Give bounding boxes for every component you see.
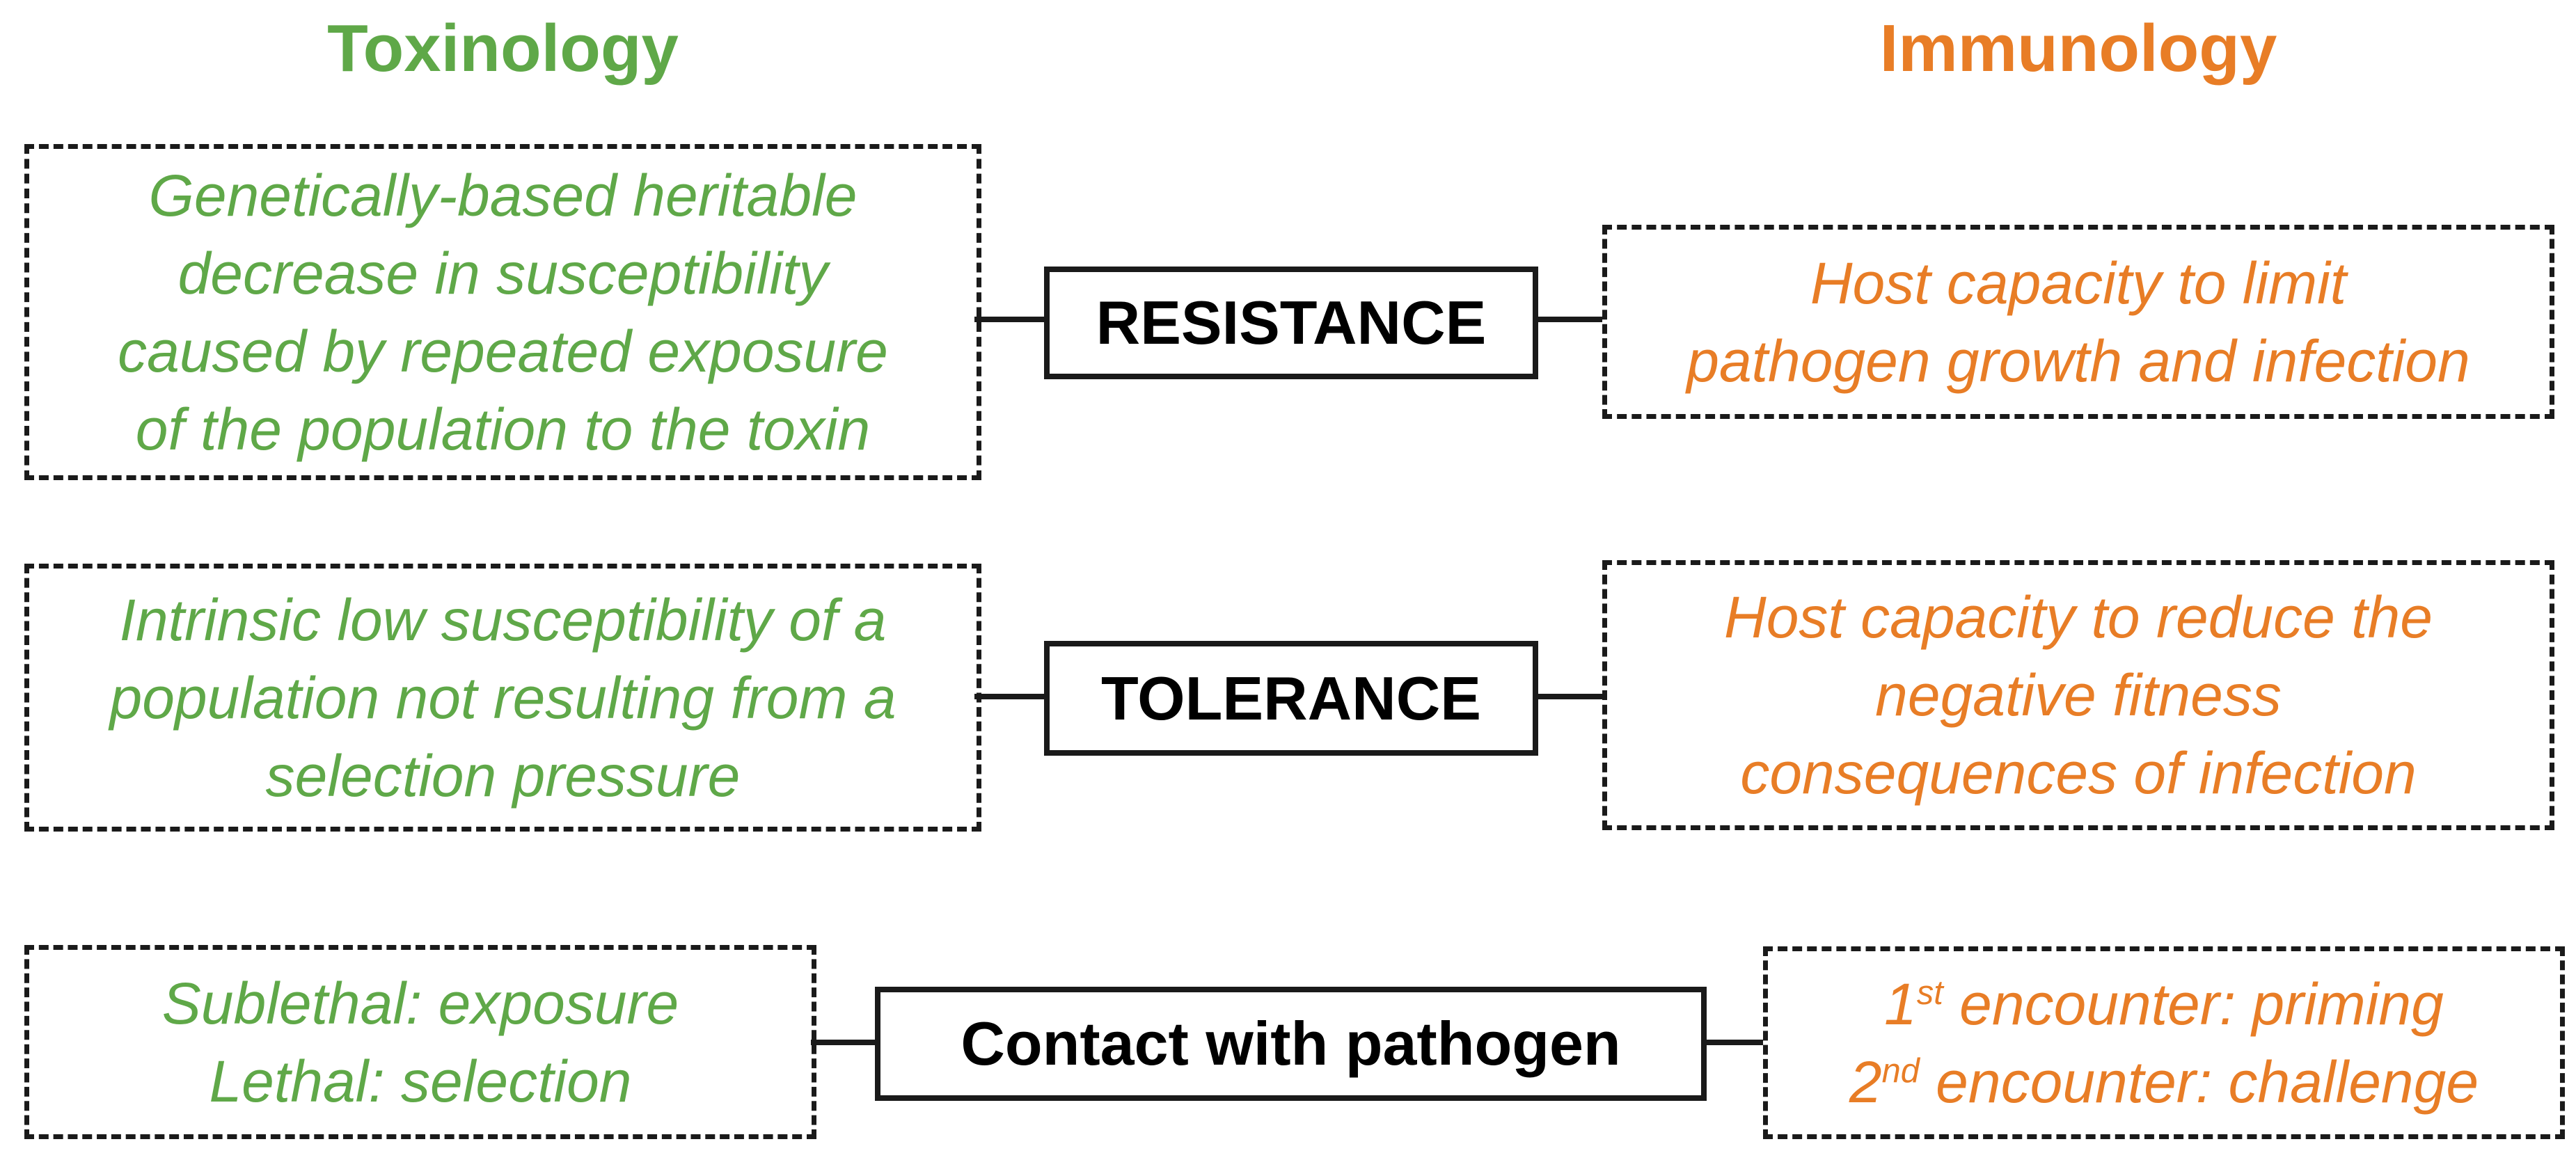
tolerance-term-box: TOLERANCE: [1044, 641, 1538, 756]
definition-line: consequences of infection: [1740, 740, 2417, 806]
column-header-toxinology: Toxinology: [327, 11, 679, 86]
definition-text: encounter: challenge: [1919, 1049, 2479, 1115]
connector-line: [974, 694, 1050, 699]
ordinal-number: 1: [1884, 971, 1917, 1037]
contact-with-pathogen-term-box: Contact with pathogen: [875, 987, 1707, 1101]
definition-line: Sublethal: exposure: [161, 970, 679, 1036]
definition-line: Intrinsic low susceptibility of a: [119, 587, 887, 653]
definition-line: caused by repeated exposure: [118, 318, 888, 384]
definition-line: pathogen growth and infection: [1686, 328, 2470, 394]
connector-line: [974, 317, 1050, 322]
definition-line: Lethal: selection: [209, 1048, 632, 1114]
immunology-tolerance-definition-box: Host capacity to reduce the negative fit…: [1602, 560, 2554, 830]
definition-line: negative fitness: [1875, 662, 2282, 728]
toxinology-tolerance-definition-box: Intrinsic low susceptibility of a popula…: [24, 564, 981, 832]
definition-line: Genetically-based heritable: [148, 162, 858, 228]
definition-line: 2nd encounter: challenge: [1849, 1043, 2479, 1121]
immunology-resistance-definition-box: Host capacity to limit pathogen growth a…: [1602, 225, 2554, 419]
column-header-immunology: Immunology: [1879, 11, 2277, 86]
connector-line: [1533, 317, 1608, 322]
definition-text: encounter: priming: [1943, 971, 2444, 1037]
connector-line: [811, 1040, 880, 1045]
definition-line: population not resulting from a: [109, 665, 896, 731]
ordinal-number: 2: [1849, 1049, 1882, 1115]
definition-line: Host capacity to reduce the: [1724, 585, 2433, 650]
definition-line: Host capacity to limit: [1810, 250, 2347, 316]
toxinology-contact-definition-box: Sublethal: exposure Lethal: selection: [24, 945, 816, 1139]
definition-line: of the population to the toxin: [135, 396, 871, 462]
definition-line: decrease in susceptibility: [177, 240, 828, 306]
ordinal-suffix: nd: [1881, 1051, 1920, 1090]
immunology-contact-definition-box: 1st encounter: priming 2nd encounter: ch…: [1763, 946, 2565, 1139]
connector-line: [1533, 694, 1608, 699]
definition-line: selection pressure: [265, 742, 741, 809]
toxinology-resistance-definition-box: Genetically-based heritable decrease in …: [24, 144, 981, 480]
definition-line: 1st encounter: priming: [1884, 965, 2444, 1043]
resistance-term-box: RESISTANCE: [1044, 267, 1538, 379]
connector-line: [1701, 1040, 1769, 1045]
ordinal-suffix: st: [1916, 974, 1943, 1012]
